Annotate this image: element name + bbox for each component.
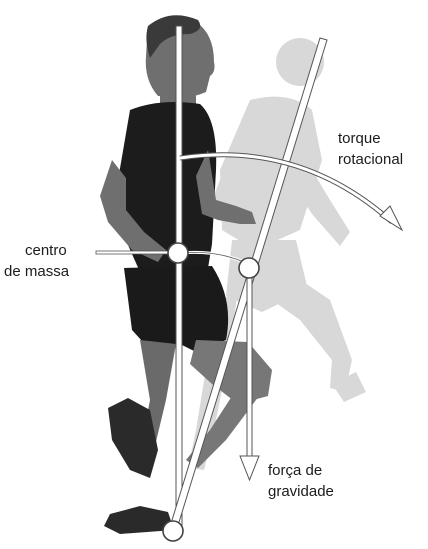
torque-label-line1: torque bbox=[338, 128, 403, 149]
leaning-center-point bbox=[239, 258, 259, 278]
foot-pivot-point bbox=[163, 521, 183, 541]
gravity-arrow-head bbox=[240, 456, 259, 480]
centro-de-massa-point bbox=[168, 243, 188, 263]
centro-label-line2: de massa bbox=[4, 261, 69, 282]
centro-label-line1: centro bbox=[4, 240, 69, 261]
torque-label-line2: rotacional bbox=[338, 149, 403, 170]
forca-label-line1: força de bbox=[268, 460, 334, 481]
torque-rotacional-label: torque rotacional bbox=[338, 128, 403, 170]
centro-de-massa-label: centro de massa bbox=[4, 240, 69, 282]
vertical-axis-line bbox=[176, 26, 182, 536]
torque-arrow-head bbox=[380, 206, 402, 230]
centro-label-leader bbox=[96, 251, 176, 254]
gravity-arrow-shaft bbox=[247, 272, 252, 458]
forca-label-line2: gravidade bbox=[268, 481, 334, 502]
ghost-runner-front-leg bbox=[272, 270, 352, 392]
forca-de-gravidade-label: força de gravidade bbox=[268, 460, 334, 502]
